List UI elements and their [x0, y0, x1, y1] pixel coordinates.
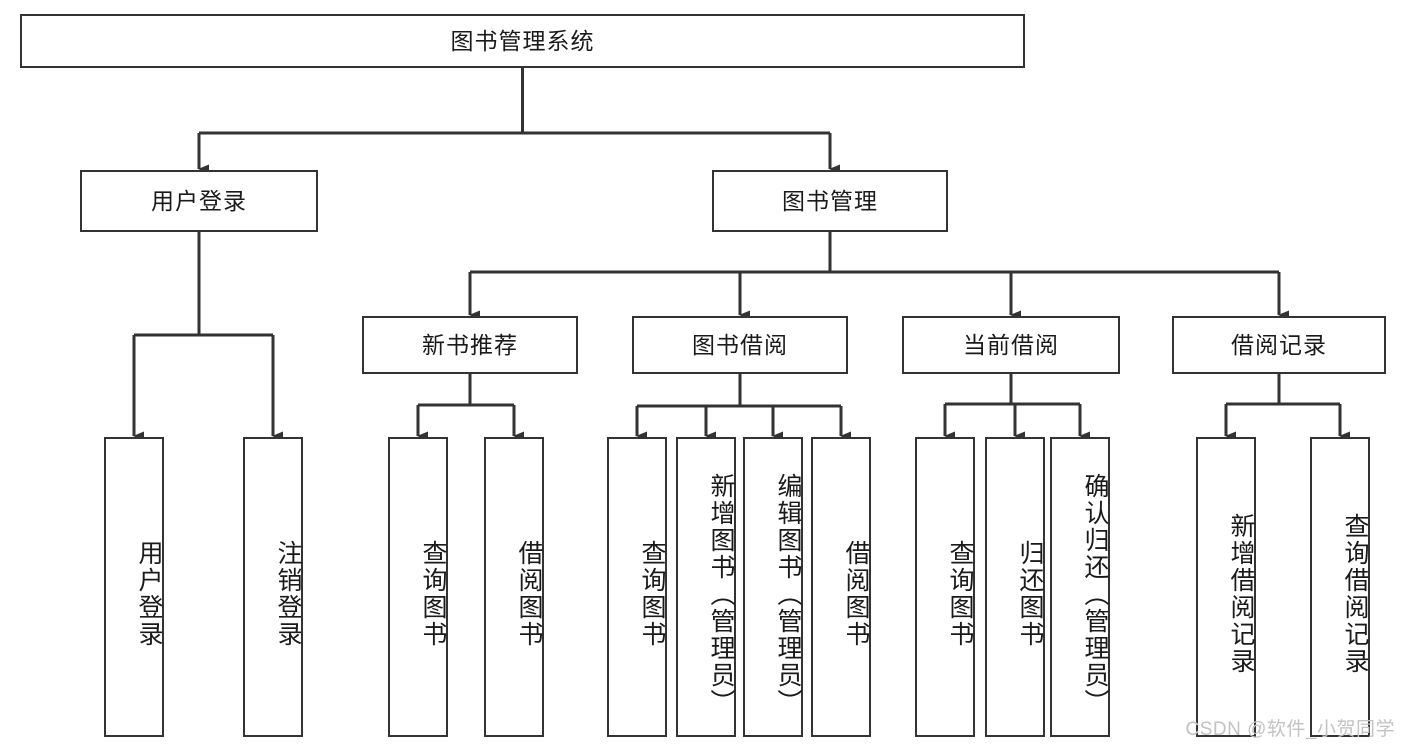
node-book-manage-label: 图书管理	[782, 187, 878, 214]
node-new-book-recommend[interactable]: 新书推荐	[362, 316, 578, 374]
leaf-query-book-recommend-label: 查询图书	[419, 540, 447, 648]
node-borrow-record[interactable]: 借阅记录	[1172, 316, 1386, 374]
node-root[interactable]: 图书管理系统	[20, 14, 1025, 68]
node-user-login[interactable]: 用户登录	[80, 170, 318, 232]
edge-paths	[132, 68, 1350, 441]
leaf-query-book-current-label: 查询图书	[946, 540, 974, 648]
node-root-label: 图书管理系统	[450, 27, 595, 54]
leaf-logout[interactable]: 注销登录	[243, 437, 303, 737]
csdn-watermark: CSDN @软件_小贺同学	[1185, 719, 1395, 740]
leaf-borrow-book[interactable]: 借阅图书	[811, 437, 871, 737]
leaf-edit-book[interactable]: 编辑图书（管理员）	[743, 437, 803, 737]
leaf-query-book-recommend[interactable]: 查询图书	[388, 437, 448, 737]
leaf-query-book-borrow-label: 查询图书	[638, 540, 666, 648]
leaf-logout-label: 注销登录	[274, 540, 302, 648]
node-book-borrow-label: 图书借阅	[692, 331, 788, 358]
node-book-borrow[interactable]: 图书借阅	[632, 316, 848, 374]
leaf-add-borrow-record[interactable]: 新增借阅记录	[1196, 437, 1256, 737]
leaf-borrow-book-recommend-label: 借阅图书	[515, 540, 543, 648]
node-user-login-label: 用户登录	[151, 187, 247, 214]
leaf-borrow-book-recommend[interactable]: 借阅图书	[484, 437, 544, 737]
leaf-borrow-book-label: 借阅图书	[842, 540, 870, 648]
leaf-return-book[interactable]: 归还图书	[985, 437, 1045, 737]
leaf-add-borrow-record-label: 新增借阅记录	[1227, 513, 1255, 675]
leaf-add-book[interactable]: 新增图书（管理员）	[676, 437, 736, 737]
node-current-borrow-label: 当前借阅	[963, 331, 1059, 358]
leaf-query-borrow-record[interactable]: 查询借阅记录	[1310, 437, 1370, 737]
leaf-edit-book-label: 编辑图书（管理员）	[774, 472, 802, 716]
leaf-confirm-return[interactable]: 确认归还（管理员）	[1050, 437, 1110, 737]
leaf-query-book-borrow[interactable]: 查询图书	[607, 437, 667, 737]
leaf-confirm-return-label: 确认归还（管理员）	[1081, 472, 1109, 716]
leaf-query-book-current[interactable]: 查询图书	[915, 437, 975, 737]
leaf-return-book-label: 归还图书	[1016, 540, 1044, 648]
leaf-query-borrow-record-label: 查询借阅记录	[1341, 513, 1369, 675]
leaf-add-book-label: 新增图书（管理员）	[707, 472, 735, 716]
node-borrow-record-label: 借阅记录	[1231, 331, 1327, 358]
node-book-manage[interactable]: 图书管理	[712, 170, 948, 232]
node-new-book-recommend-label: 新书推荐	[422, 331, 518, 358]
node-current-borrow[interactable]: 当前借阅	[902, 316, 1120, 374]
leaf-user-login-label: 用户登录	[135, 540, 163, 648]
leaf-user-login[interactable]: 用户登录	[104, 437, 164, 737]
